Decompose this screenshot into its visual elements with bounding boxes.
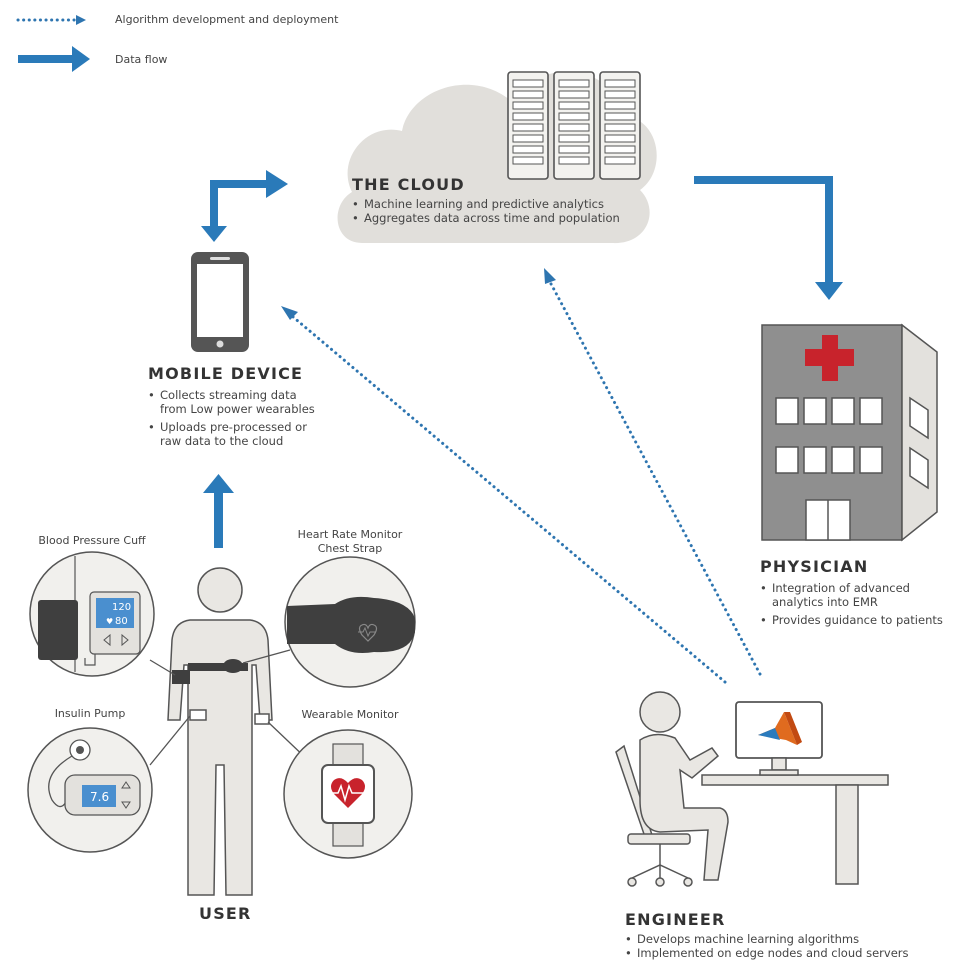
mobile-device-title: MOBILE DEVICE: [148, 364, 304, 383]
engineer-title: ENGINEER: [625, 910, 726, 929]
user-title: USER: [199, 904, 252, 923]
bp-systolic-value: 120: [112, 602, 131, 613]
arrow-cloud-physician: [694, 176, 843, 300]
arrow-user-mobile: [203, 474, 234, 548]
smartphone-icon: [191, 252, 249, 352]
arrow-mobile-cloud: [201, 170, 288, 242]
cloud-title: THE CLOUD: [352, 175, 465, 194]
hr-strap-label: Heart Rate Monitor Chest Strap: [297, 528, 403, 555]
legend-label-dotted: Algorithm development and deployment: [115, 13, 339, 26]
legend-label-solid: Data flow: [115, 53, 168, 66]
physician-title: PHYSICIAN: [760, 557, 869, 576]
mobile-device-block: MOBILE DEVICE Collects streaming data fr…: [148, 364, 348, 452]
insulin-pump-icon: 7.6: [27, 727, 153, 853]
dotted-arrow-engineer-mobile: [281, 306, 727, 684]
engineer-bullet: Develops machine learning algorithms: [625, 932, 945, 946]
mobile-bullet: Collects streaming data from Low power w…: [148, 388, 348, 416]
wearable-monitor-label: Wearable Monitor: [301, 708, 399, 721]
matlab-logo-icon: [758, 712, 802, 745]
cloud-bullet: Aggregates data across time and populati…: [352, 211, 652, 225]
server-rack-icon: [507, 71, 641, 180]
bp-diastolic-value: 80: [115, 616, 128, 627]
engineer-figure: [615, 691, 889, 887]
engineer-bullet: Implemented on edge nodes and cloud serv…: [625, 946, 945, 960]
bp-cuff-label: Blood Pressure Cuff: [38, 534, 146, 547]
insulin-pump-label: Insulin Pump: [54, 707, 126, 720]
mobile-bullet: Uploads pre-processed or raw data to the…: [148, 420, 348, 448]
blood-pressure-cuff-icon: 120 ♥ 80: [29, 551, 155, 677]
insulin-reading-value: 7.6: [90, 790, 109, 804]
engineer-block: ENGINEER Develops machine learning algor…: [625, 910, 945, 960]
legend-solid-arrow: [18, 46, 90, 72]
wearable-watch-icon: [283, 729, 413, 859]
legend-dotted-arrow: [16, 15, 86, 25]
cloud-block: THE CLOUD Machine learning and predictiv…: [352, 175, 652, 225]
user-figure: [167, 567, 273, 896]
dotted-arrow-engineer-cloud: [544, 268, 762, 676]
physician-bullet: Provides guidance to patients: [760, 613, 960, 627]
physician-block: PHYSICIAN Integration of advanced analyt…: [760, 557, 960, 631]
cloud-bullet: Machine learning and predictive analytic…: [352, 197, 652, 211]
hospital-building-icon: [761, 323, 938, 542]
heart-rate-strap-icon: [284, 556, 416, 688]
svg-text:♥: ♥: [106, 617, 113, 626]
physician-bullet: Integration of advanced analytics into E…: [760, 581, 960, 609]
